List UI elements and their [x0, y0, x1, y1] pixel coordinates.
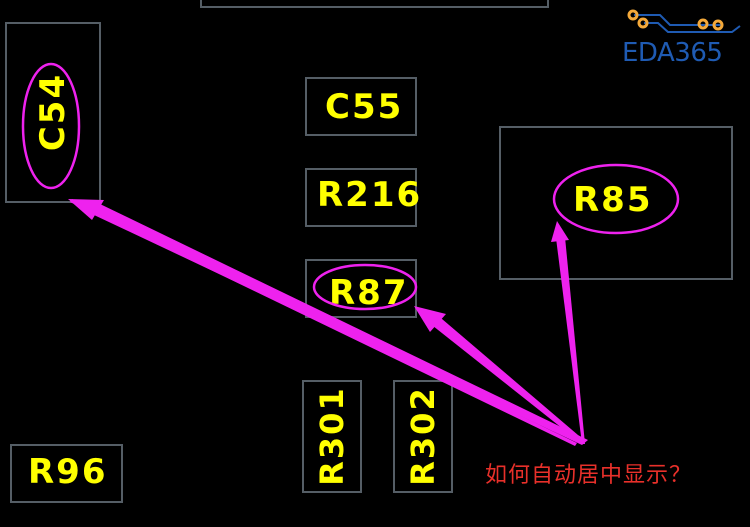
- refdes-label: C55: [325, 87, 404, 127]
- component-R85[interactable]: R85: [499, 126, 733, 280]
- eda365-logo: EDA365: [622, 8, 742, 70]
- arrow-head-R87: [414, 306, 446, 332]
- circuit-trace-icon: [627, 9, 741, 33]
- refdes-label: R85: [573, 180, 653, 220]
- arrow-head-R85: [551, 221, 569, 242]
- logo-text: EDA365: [622, 38, 723, 68]
- component-R302[interactable]: R302: [393, 380, 453, 493]
- arrow-thin-line: [70, 199, 577, 446]
- component-C54[interactable]: C54: [5, 22, 101, 203]
- arrow-to-R87: [428, 313, 585, 444]
- component-R301[interactable]: R301: [302, 380, 362, 493]
- refdes-label: R96: [28, 452, 108, 492]
- component-outline-top-partial: [200, 0, 549, 8]
- refdes-label: R216: [317, 175, 423, 215]
- arrow-to-R85: [556, 237, 585, 444]
- highlight-ellipse-R87: [312, 263, 418, 311]
- question-annotation: 如何自动居中显示？: [485, 463, 693, 488]
- arrow-to-C54: [94, 204, 588, 445]
- highlight-ellipse-R85: [552, 163, 680, 235]
- component-R96[interactable]: R96: [10, 444, 123, 503]
- component-C55[interactable]: C55: [305, 77, 417, 136]
- component-R216[interactable]: R216: [305, 168, 420, 227]
- highlight-ellipse-C54: [21, 62, 81, 190]
